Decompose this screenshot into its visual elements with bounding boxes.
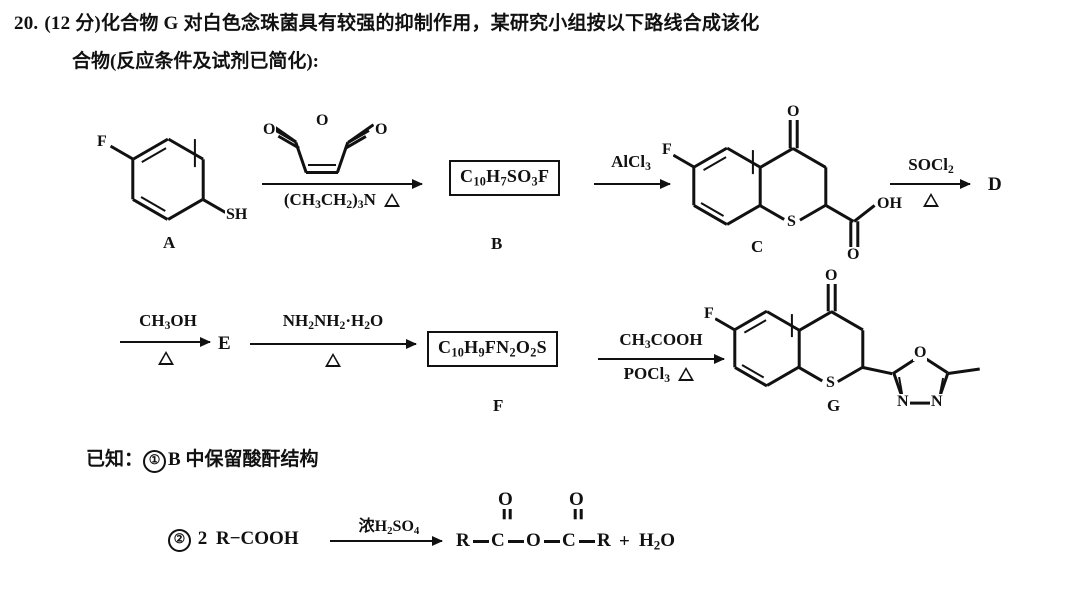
compound-a-thiol-label: SH xyxy=(225,206,249,223)
reaction-2-reagent: AlCl3 xyxy=(611,152,651,174)
eq-reaction-arrow xyxy=(330,540,442,543)
question-number: 20. xyxy=(14,13,39,34)
eq-right-carbonyl-c2: C xyxy=(561,530,577,551)
eq-right-r1: R xyxy=(455,530,471,551)
compound-c-acid-carbonyl-oxygen: O xyxy=(846,246,861,263)
compound-d-label: D xyxy=(988,174,1002,195)
reaction-4-reagent: CH3OH xyxy=(139,311,197,333)
reaction-5-reagent: NH2NH2·H2O xyxy=(282,311,384,333)
compound-e-label: E xyxy=(218,333,231,354)
eq-arrow-reagent: 浓H2SO4 xyxy=(358,518,420,538)
maleic-anhydride-right-carbonyl-oxygen: O xyxy=(374,121,389,138)
reaction-arrow-4 xyxy=(120,341,210,344)
oxadiazole-nitrogen-label-2: N xyxy=(930,393,944,410)
known-item-1-marker: ① xyxy=(143,450,167,473)
reaction-1-reagent-below: (CH3CH2)3N xyxy=(258,190,430,212)
eq-coefficient: 2 xyxy=(197,528,208,549)
eq-right-carbonyl-o1: O xyxy=(497,489,514,510)
reaction-arrow-6 xyxy=(598,358,724,361)
compound-g-sulfur-label: S xyxy=(825,374,836,391)
compound-f-formula-box: C10H9FN2O2S xyxy=(427,331,558,368)
maleic-anhydride-ring-oxygen: O xyxy=(315,112,330,129)
eq-right-carbonyl-c1: C xyxy=(490,530,506,551)
reaction-3-condition xyxy=(886,190,976,212)
eq-left-side: R−COOH xyxy=(216,528,299,549)
oxadiazole-nitrogen-label-1: N xyxy=(896,393,910,410)
compound-g-fluorine-label: F xyxy=(703,305,715,322)
reaction-arrow-5 xyxy=(250,343,416,346)
eq-plus-sign: + xyxy=(618,531,631,552)
compound-f-label: F xyxy=(493,396,504,415)
compound-b-label: B xyxy=(491,234,503,253)
compound-c-label: C xyxy=(751,237,764,256)
compound-c-ketone-oxygen: O xyxy=(786,103,801,120)
reaction-6-reagent-above: CH3COOH xyxy=(619,330,703,352)
compound-a-label: A xyxy=(163,233,176,252)
pocl3-label: POCl3 xyxy=(623,364,671,386)
eq-right-bridge-oxygen: O xyxy=(525,530,542,551)
reaction-arrow-2 xyxy=(594,183,670,186)
known-item-2-marker: ② xyxy=(168,529,191,552)
reaction-arrow-3 xyxy=(890,183,970,186)
question-line2: 合物(反应条件及试剂已简化): xyxy=(72,51,319,72)
heat-triangle-icon-1 xyxy=(384,192,401,212)
compound-c-sulfur-label: S xyxy=(786,213,797,230)
reaction-6-reagent-below: POCl3 xyxy=(594,364,728,386)
question-line1: 化合物 G 对白色念珠菌具有较强的抑制作用，某研究小组按以下路线合成该化 xyxy=(100,13,760,34)
reaction-4-condition xyxy=(118,348,214,370)
compound-b-formula-box: C10H7SO3F xyxy=(449,160,561,197)
eq-right-carbonyl-o2: O xyxy=(568,489,585,510)
eq-water-product: H2O xyxy=(638,530,677,553)
maleic-anhydride-left-carbonyl-oxygen: O xyxy=(262,121,277,138)
compound-c-fluorine-label: F xyxy=(661,141,673,158)
heat-triangle-icon-6 xyxy=(678,366,695,386)
question-score: (12 分) xyxy=(44,13,101,34)
reaction-5-condition xyxy=(248,350,418,372)
heat-triangle-icon-4 xyxy=(158,350,174,370)
compound-g-ketone-oxygen: O xyxy=(824,267,839,284)
triethylamine-label: (CH3CH2)3N xyxy=(283,190,376,212)
question-header: 20.(12 分)化合物 G 对白色念珠菌具有较强的抑制作用，某研究小组按以下路… xyxy=(14,6,1064,42)
reaction-arrow-1 xyxy=(262,183,422,186)
reaction-3-reagent: SOCl2 xyxy=(908,155,954,177)
known-header: 已知： xyxy=(86,449,144,470)
heat-triangle-icon-5 xyxy=(325,352,341,372)
compound-g-label: G xyxy=(827,396,841,415)
oxadiazole-oxygen-label: O xyxy=(913,344,928,361)
eq-right-r2: R xyxy=(596,530,612,551)
heat-triangle-icon-3 xyxy=(923,192,939,212)
known-item-1-text: B 中保留酸酐结构 xyxy=(168,449,319,470)
known-section-item-2: ② 2 R−COOH xyxy=(168,528,299,552)
compound-c-hydroxyl-label: OH xyxy=(876,195,903,212)
compound-a-fluorine-label: F xyxy=(96,133,108,150)
